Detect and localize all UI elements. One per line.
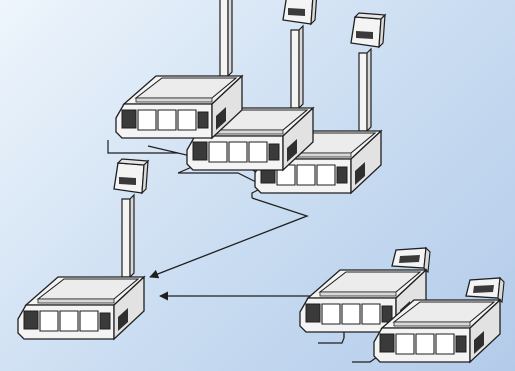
pole-scale-1 [115,0,247,139]
network-cable [318,337,381,363]
connection-arrow-from-networked-group [149,197,309,279]
paired-scale-group [299,247,505,363]
networked-scale-group [107,0,386,198]
single-pole-scale [17,158,149,340]
